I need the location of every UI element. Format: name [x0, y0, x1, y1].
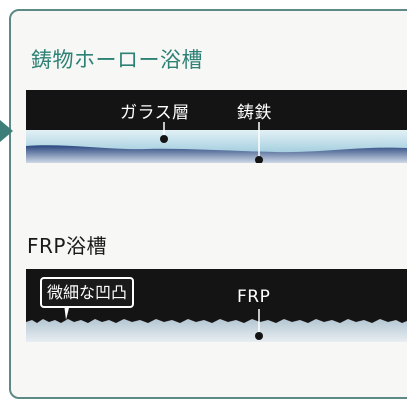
frp-marker-dot	[255, 332, 263, 340]
cast-iron-bathtub-title: 鋳物ホーロー浴槽	[31, 48, 203, 72]
fine-unevenness-callout: 微細な凹凸	[40, 277, 135, 308]
frp-bathtub-title: FRP浴槽	[27, 234, 107, 258]
callout-tail	[64, 304, 70, 320]
cast-iron-cross-section: ガラス層 鋳鉄	[26, 90, 407, 163]
glass-marker-dot	[160, 135, 168, 143]
frp-material-label: FRP	[237, 287, 271, 307]
frp-rough-surface	[26, 319, 407, 342]
glass-layer-label: ガラス層	[120, 103, 190, 123]
iron-marker-dot	[255, 156, 263, 163]
frp-cross-section: 微細な凹凸 FRP	[26, 269, 407, 342]
glass-layer	[26, 130, 407, 153]
pointer-arrow	[0, 120, 13, 142]
cast-iron-label: 鋳鉄	[237, 103, 272, 123]
